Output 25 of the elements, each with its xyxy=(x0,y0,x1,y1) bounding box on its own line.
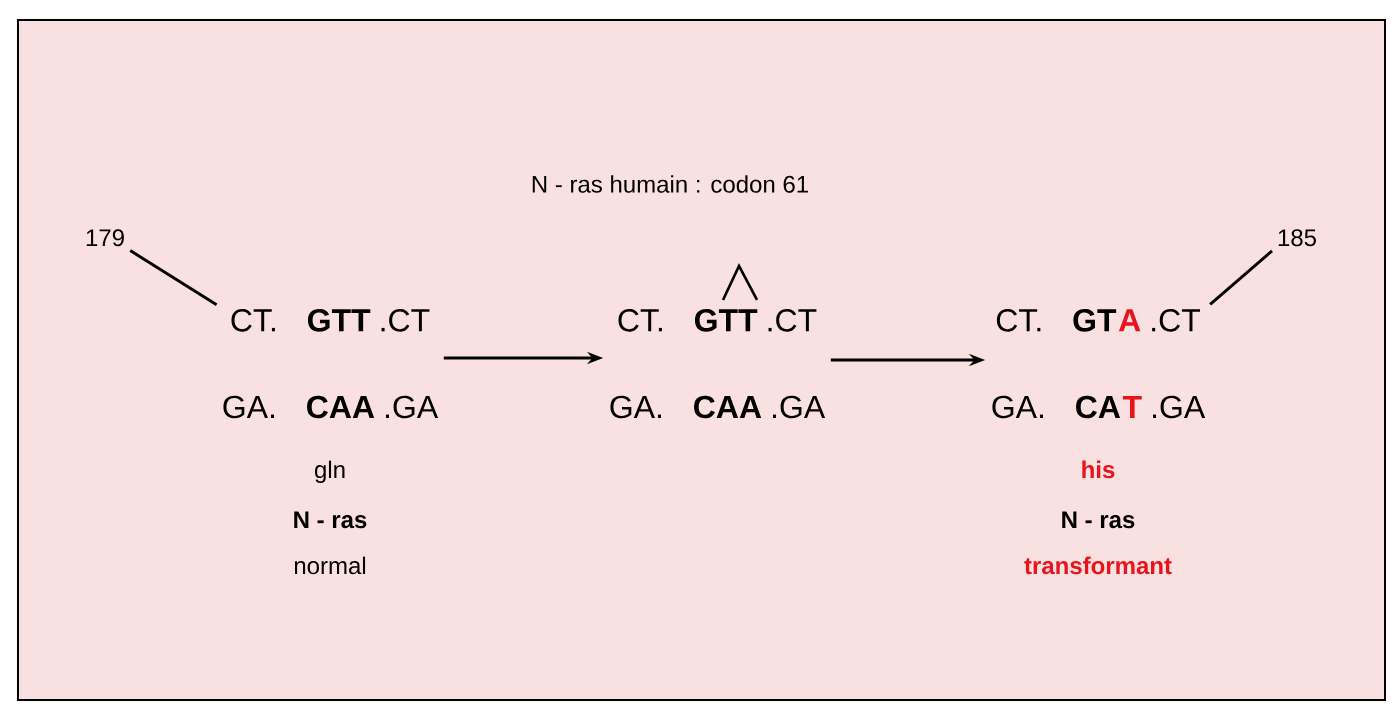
dna-strand: CT. GTT .CT xyxy=(618,309,817,332)
node-label: .GA xyxy=(1153,395,1206,419)
dna-strand: CT. GTT .CT xyxy=(231,309,430,332)
node-label: A xyxy=(1118,309,1141,332)
position-number: 185 xyxy=(1278,229,1316,247)
position-number: 179 xyxy=(86,229,124,247)
dna-strand: GA. CAT .GA xyxy=(992,395,1206,419)
gene-label: N - ras xyxy=(1062,511,1135,529)
amino-acid-label: his xyxy=(1082,460,1115,479)
node-label: T xyxy=(1122,395,1142,418)
node-label: CA xyxy=(1076,395,1121,419)
status-label: normal xyxy=(294,556,366,575)
status-label: transformant xyxy=(1024,556,1172,575)
amino-acid-label: gln xyxy=(315,460,345,483)
dna-strand: GA. CAA .GA xyxy=(223,395,439,419)
leader-line xyxy=(1209,249,1273,306)
node-label: CT. xyxy=(996,309,1041,332)
title-text: N - ras humain : codon 61 xyxy=(532,175,808,193)
node-label: GA. xyxy=(992,395,1043,419)
leader-line xyxy=(129,249,218,306)
dna-strand: GA. CAA .GA xyxy=(610,395,826,419)
node-label: GT xyxy=(1073,309,1117,332)
node-label: .CT xyxy=(1152,309,1200,332)
gene-label: N - ras xyxy=(294,511,367,529)
dna-strand: CT. GTA .CT xyxy=(996,309,1200,332)
